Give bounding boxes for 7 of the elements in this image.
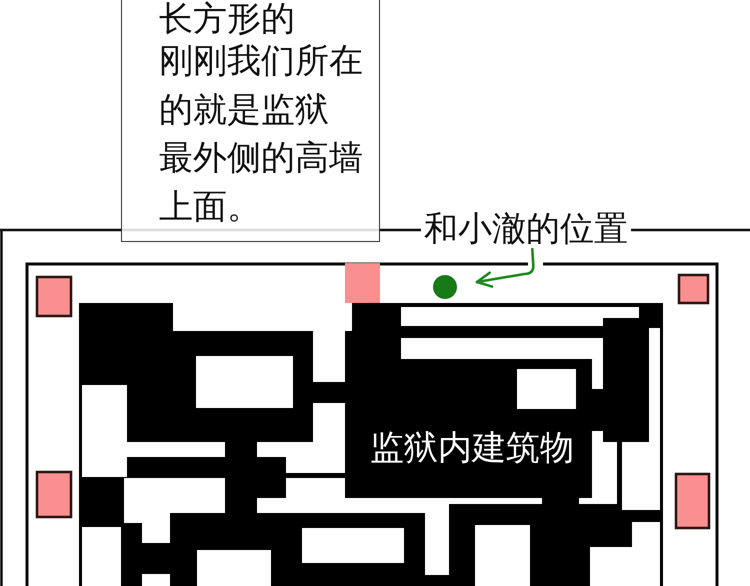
dot-icon	[433, 275, 457, 299]
arrow	[476, 248, 535, 288]
paragraph-text: 长方形的	[159, 1, 295, 37]
paragraph-text: 刚刚我们所在的就是监狱最外侧的高墙上面。	[159, 40, 363, 228]
map-label: 监狱内建筑物	[370, 428, 574, 468]
callout-label: 和小澈的位置	[421, 210, 631, 248]
text-box	[121, 0, 380, 242]
